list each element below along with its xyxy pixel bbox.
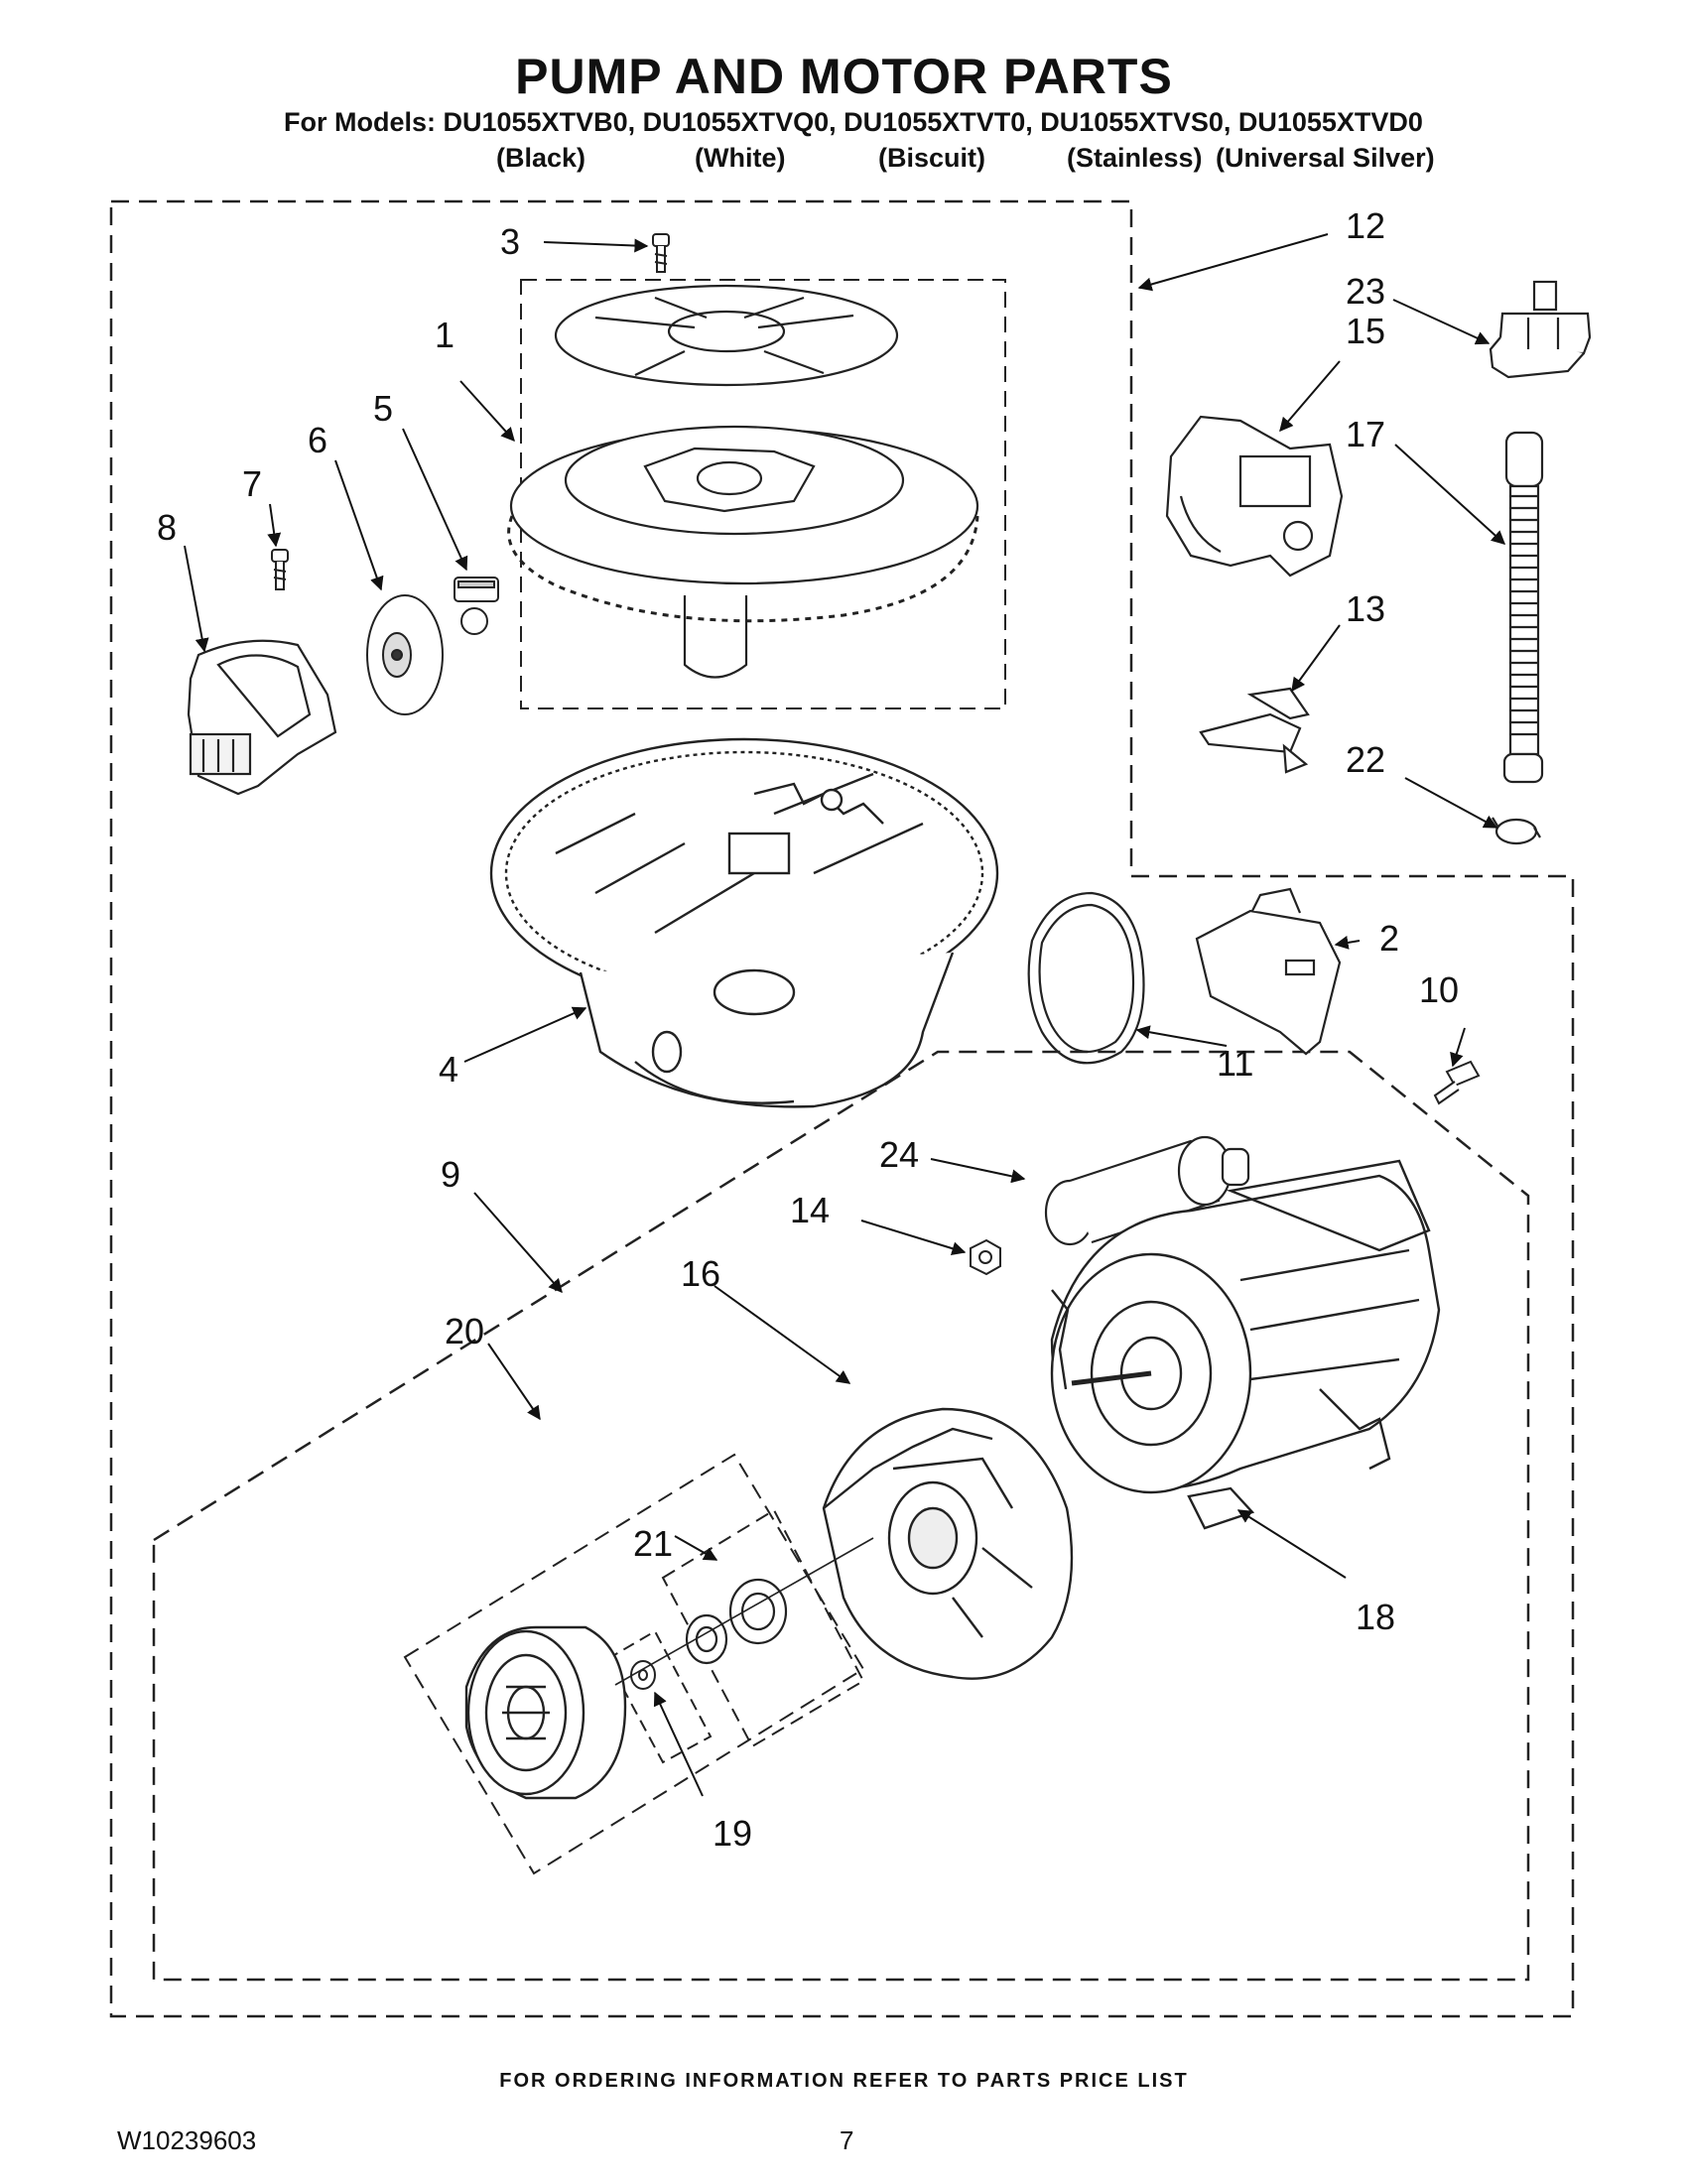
- part-21-seal: [685, 1578, 788, 1665]
- part-23-sensor: [1489, 280, 1592, 379]
- part-2-cover: [1195, 887, 1342, 1056]
- part-17-hose: [1502, 431, 1544, 784]
- callout-11: 11: [1217, 1043, 1253, 1084]
- callout-1: 1: [435, 315, 454, 355]
- callout-23: 23: [1346, 271, 1385, 312]
- callout-4: 4: [439, 1049, 458, 1090]
- part-6-wheel: [366, 594, 444, 715]
- part-16-pump-cover: [822, 1407, 1074, 1680]
- callout-10: 10: [1419, 969, 1459, 1010]
- part-15-diverter-motor: [1165, 415, 1344, 578]
- part-4-sump-housing: [489, 737, 999, 1108]
- leader-lines: [184, 233, 1506, 1797]
- part-14-nut: [970, 1238, 1001, 1276]
- part-20-impeller: [464, 1625, 627, 1800]
- seal-group-box: [661, 1508, 865, 1748]
- assembly-axis: [614, 1537, 874, 1686]
- callout-12: 12: [1346, 205, 1385, 246]
- callout-9: 9: [441, 1154, 460, 1195]
- part-10-screw: [1433, 1060, 1481, 1105]
- variant-black: (Black): [496, 143, 586, 173]
- models-line: For Models: DU1055XTVB0, DU1055XTVQ0, DU…: [284, 107, 1423, 137]
- callout-13: 13: [1346, 588, 1385, 629]
- callout-17: 17: [1346, 414, 1385, 454]
- variant-biscuit: (Biscuit): [878, 143, 985, 173]
- callout-14: 14: [790, 1190, 830, 1230]
- part-3-screw: [652, 233, 670, 273]
- part-13-bracket: [1199, 687, 1310, 774]
- variant-white: (White): [695, 143, 786, 173]
- callout-7: 7: [242, 463, 262, 504]
- part-19-washer: [630, 1660, 656, 1690]
- callout-16: 16: [681, 1253, 720, 1294]
- part-8-housing: [187, 639, 337, 796]
- ordering-note: FOR ORDERING INFORMATION REFER TO PARTS …: [499, 2070, 1189, 2092]
- callout-5: 5: [373, 388, 393, 429]
- part-22-clamp: [1492, 817, 1541, 845]
- part-7-screw: [271, 549, 289, 590]
- outer-boundary-dashed: [109, 199, 1575, 2018]
- document-id: W10239603: [117, 2125, 257, 2155]
- callout-6: 6: [308, 420, 327, 460]
- motor-group-boundary-dashed: [152, 1050, 1530, 1982]
- spray-arm-group-box: [520, 279, 1006, 709]
- motor-assembly: [1050, 1159, 1441, 1530]
- page-title: PUMP AND MOTOR PARTS: [515, 49, 1173, 104]
- callout-3: 3: [500, 221, 520, 262]
- part-1-spray-arm-assembly: [507, 284, 979, 679]
- variant-stainless: (Stainless): [1067, 143, 1203, 173]
- callout-2: 2: [1379, 918, 1399, 959]
- part-24-capacitor: [1044, 1135, 1250, 1246]
- part-11-gasket-ring: [1027, 891, 1145, 1065]
- part-5-clip: [454, 577, 499, 635]
- callout-24: 24: [879, 1134, 919, 1175]
- callout-22: 22: [1346, 739, 1385, 780]
- callout-8: 8: [157, 507, 177, 548]
- washer-group-box: [605, 1629, 713, 1764]
- variant-universal-silver: (Universal Silver): [1216, 143, 1435, 173]
- callout-18: 18: [1356, 1597, 1395, 1637]
- callout-15: 15: [1346, 311, 1385, 351]
- callout-21: 21: [633, 1523, 673, 1564]
- callout-19: 19: [713, 1813, 752, 1854]
- callout-20: 20: [445, 1311, 484, 1351]
- page-number: 7: [840, 2125, 854, 2155]
- impeller-group-box: [403, 1453, 865, 1875]
